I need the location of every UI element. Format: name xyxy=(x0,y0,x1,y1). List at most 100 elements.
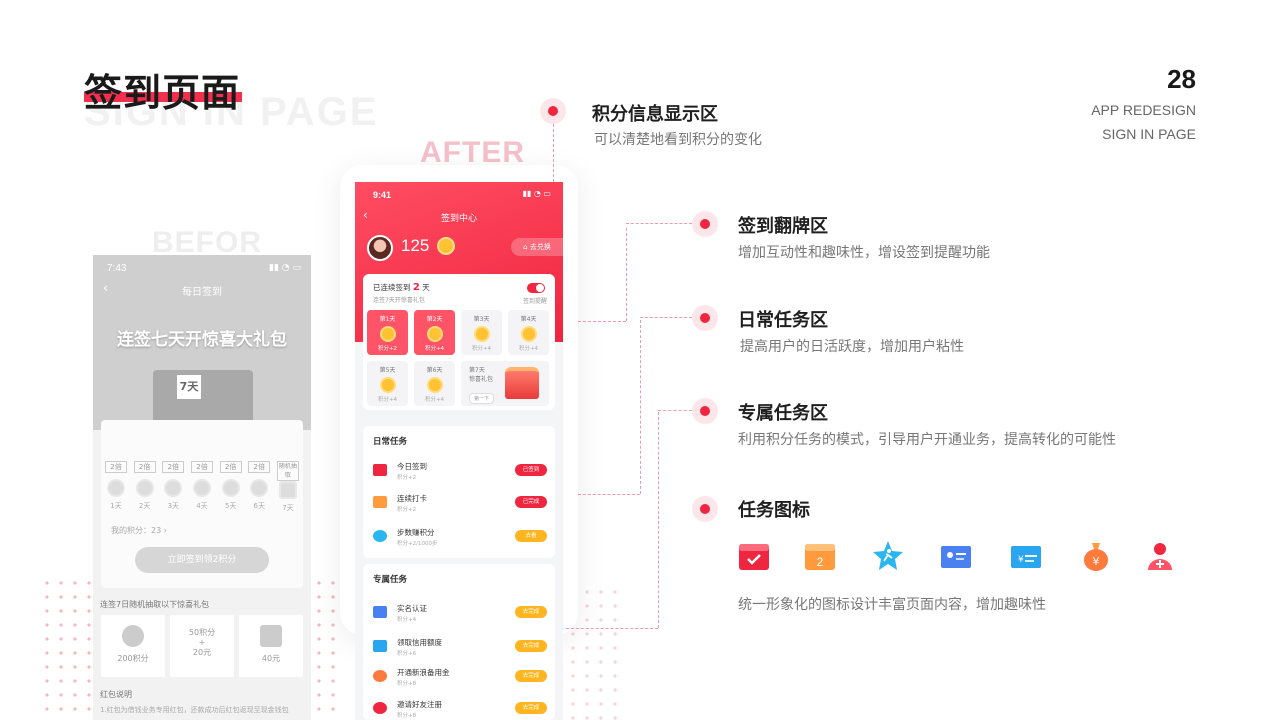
coin-icon xyxy=(135,479,154,497)
annotation-desc-icons: 统一形象化的图标设计丰富页面内容，增加趣味性 xyxy=(738,597,1046,613)
money-bag-icon xyxy=(373,670,387,682)
day7-button[interactable]: 第一下 xyxy=(469,393,495,404)
annotation-title-points: 积分信息显示区 xyxy=(592,104,718,125)
day-card[interactable]: 第1天积分+2 xyxy=(367,310,408,355)
sign-now-button[interactable]: 立即签到领2积分 xyxy=(135,547,269,573)
connector-special xyxy=(658,412,659,628)
annotation-dot xyxy=(692,398,718,424)
connector-daily xyxy=(640,320,641,494)
status-icons: ▮▮ ◔ ▭ xyxy=(522,189,551,198)
coin-icon xyxy=(107,479,125,497)
connector-daily xyxy=(640,317,692,318)
task-go-button[interactable]: 去完成 xyxy=(515,606,547,618)
calendar-check-icon xyxy=(373,464,387,476)
task-go-button[interactable]: 去完成 xyxy=(515,670,547,682)
coin-icon xyxy=(473,326,490,342)
title-underline xyxy=(84,92,242,102)
red-packet-icon xyxy=(260,625,282,647)
task-go-button[interactable]: 去看 xyxy=(515,530,547,542)
after-status-time: 9:41 xyxy=(373,190,392,200)
coin-check-icon xyxy=(426,326,443,342)
annotation-dot xyxy=(692,496,718,522)
task-go-button[interactable]: 去完成 xyxy=(515,702,547,714)
annotation-title-daily: 日常任务区 xyxy=(738,310,828,331)
remind-label: 签到提醒 xyxy=(522,298,547,305)
id-card-icon xyxy=(373,606,387,618)
coin-icon xyxy=(221,479,240,497)
calendar-check-icon xyxy=(739,544,769,570)
connector-special xyxy=(566,628,658,629)
credit-card-icon xyxy=(373,640,387,652)
back-icon[interactable]: ‹ xyxy=(363,208,368,222)
gift-item: 40元 xyxy=(239,615,303,677)
before-my-points[interactable]: 我的积分：23 › xyxy=(111,526,167,535)
remind-toggle[interactable] xyxy=(527,283,545,293)
day7-gift-card[interactable]: 第7天 惊喜礼包 第一下 xyxy=(461,361,549,406)
connector-special xyxy=(658,410,692,411)
id-card-icon xyxy=(941,546,971,568)
calendar-2-icon: 2 xyxy=(805,544,835,570)
coin-icon xyxy=(379,377,396,393)
annotation-desc-sign: 增加互动性和趣味性，增设签到提醒功能 xyxy=(738,245,990,261)
avatar[interactable] xyxy=(367,235,393,261)
day-card[interactable]: 第4天积分+4 xyxy=(508,310,549,355)
coin-icon xyxy=(164,479,183,497)
day-card[interactable]: 第5天积分+4 xyxy=(367,361,408,406)
connector-sign xyxy=(626,223,692,224)
gift-icon xyxy=(278,481,297,499)
streak-sub: 连签7天开惊喜礼包 xyxy=(373,297,425,304)
annotation-dot xyxy=(692,305,718,331)
sign-in-card: 已连续签到 2 天 连签7天开惊喜礼包 签到提醒 第1天积分+2 第2天积分+4… xyxy=(363,274,555,410)
back-icon[interactable]: ‹ xyxy=(103,281,109,296)
after-phone-screen: 9:41 ▮▮ ◔ ▭ ‹ 签到中心 125 ⌂ 去兑换 已连续签到 2 天 连… xyxy=(355,182,563,720)
day-card[interactable]: 第6天积分+4 xyxy=(414,361,455,406)
connector-daily xyxy=(578,494,640,495)
day-card[interactable]: 第3天积分+4 xyxy=(461,310,502,355)
svg-text:¥: ¥ xyxy=(1018,555,1024,565)
before-rule-title: 红包说明 xyxy=(100,690,132,699)
exchange-button[interactable]: ⌂ 去兑换 xyxy=(511,238,563,256)
points-icon xyxy=(122,625,144,647)
before-rule-text: 1.红包为借钱业务专用红包，还款成功后红包返现至现金钱包 xyxy=(100,706,289,714)
connector-points xyxy=(553,124,554,182)
task-status-button[interactable]: 已签到 xyxy=(515,464,547,476)
streak-text: 已连续签到 2 天 xyxy=(373,282,430,293)
svg-text:¥: ¥ xyxy=(1093,555,1100,568)
subtitle-sign-in-page: SIGN IN PAGE xyxy=(1102,126,1196,142)
add-user-icon xyxy=(1148,543,1172,570)
task-go-button[interactable]: 去完成 xyxy=(515,640,547,652)
dots-decor-mid xyxy=(312,576,340,720)
gift-item: 200积分 xyxy=(101,615,165,677)
plus-icon: + xyxy=(198,638,206,647)
before-nav-title: 每日签到 xyxy=(182,287,222,298)
coin-icon xyxy=(192,479,211,497)
page-title: 签到页面 xyxy=(84,71,241,115)
before-status-time: 7:43 xyxy=(107,263,127,274)
daily-tasks-title: 日常任务 xyxy=(373,437,408,447)
subtitle-app-redesign: APP REDESIGN xyxy=(1091,102,1196,118)
coin-icon xyxy=(437,237,455,255)
day-card[interactable]: 第2天积分+4 xyxy=(414,310,455,355)
task-row[interactable]: 步数赚积分积分+2/1000步去看 xyxy=(373,526,547,550)
task-status-button[interactable]: 已完成 xyxy=(515,496,547,508)
credit-card-icon: ¥ xyxy=(1011,546,1041,568)
annotation-title-special: 专属任务区 xyxy=(738,403,828,424)
before-label: BEFOR xyxy=(152,226,262,259)
gift-item: 50积分+20元 xyxy=(170,615,234,677)
coin-icon xyxy=(250,479,269,497)
after-nav-title: 签到中心 xyxy=(440,214,477,224)
